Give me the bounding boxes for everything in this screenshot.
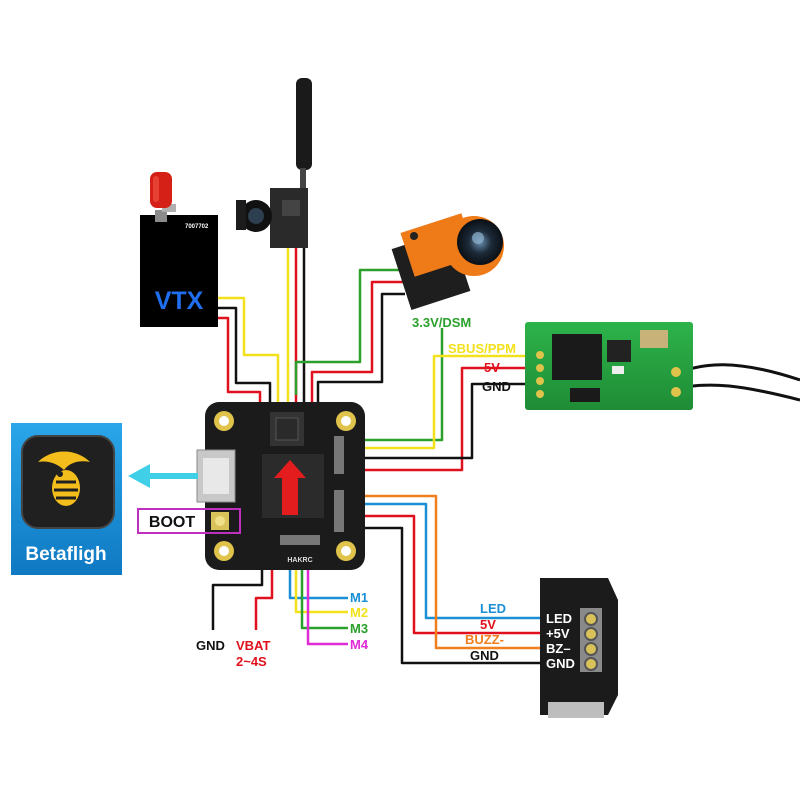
flight-controller: HAKRC bbox=[196, 402, 365, 570]
boot-label: BOOT bbox=[149, 514, 195, 531]
vtx-label: VTX bbox=[155, 287, 204, 315]
app-label: Betafligh bbox=[25, 544, 106, 565]
wire-m3-green bbox=[300, 542, 348, 630]
wire-labels: 3.3V/DSM SBUS/PPM 5V GND LED 5V BUZZ- GN… bbox=[196, 315, 516, 669]
betaflight-app: Betafligh bbox=[11, 423, 122, 575]
buzzer-led-board: LED +5V BZ– GND bbox=[540, 578, 618, 718]
bz-pin-gnd: GND bbox=[546, 656, 575, 671]
wire-rx-green bbox=[342, 328, 444, 442]
betaflight-bee-icon bbox=[38, 451, 90, 506]
label-m3: M3 bbox=[350, 621, 368, 636]
antenna-icon bbox=[150, 172, 172, 208]
wire-cam2-black bbox=[316, 292, 405, 405]
label-sbus-ppm: SBUS/PPM bbox=[448, 341, 516, 356]
bz-pin-bz: BZ– bbox=[546, 641, 571, 656]
label-buzz: BUZZ- bbox=[465, 632, 504, 647]
bz-pin-5v: +5V bbox=[546, 626, 570, 641]
arrow-up-icon bbox=[274, 460, 306, 515]
wire-rx-black bbox=[342, 382, 532, 460]
label-rx-gnd: GND bbox=[482, 379, 511, 394]
wire-led-blue bbox=[342, 502, 540, 620]
receiver-board bbox=[525, 322, 800, 410]
orange-camera bbox=[391, 213, 504, 311]
fc-brand: HAKRC bbox=[287, 557, 312, 564]
wire-cam2-red bbox=[310, 280, 405, 405]
camera-module bbox=[236, 78, 312, 248]
bz-pin-led: LED bbox=[546, 611, 572, 626]
label-3v3-dsm: 3.3V/DSM bbox=[412, 315, 471, 330]
vtx-fine-print: 7007702 bbox=[185, 224, 209, 230]
wire-rx-red bbox=[342, 366, 532, 472]
label-vbat-range: 2~4S bbox=[236, 654, 267, 669]
wire-bz-red bbox=[342, 514, 540, 635]
antenna-icon bbox=[296, 78, 312, 170]
wire-bz-orange bbox=[342, 494, 540, 650]
wire-pwr-gnd bbox=[211, 560, 264, 630]
wire-m4-magenta bbox=[306, 542, 348, 646]
label-pwr-gnd: GND bbox=[196, 638, 225, 653]
wire-pwr-vbat bbox=[254, 560, 274, 630]
label-vbat: VBAT bbox=[236, 638, 270, 653]
label-bz-5v: 5V bbox=[480, 617, 496, 632]
wire-cam2-green bbox=[294, 268, 405, 395]
wire-rx-yellow bbox=[342, 354, 532, 450]
label-m1: M1 bbox=[350, 590, 368, 605]
label-led: LED bbox=[480, 601, 506, 616]
wire-vtx-red bbox=[218, 316, 262, 405]
wire-vtx-yellow bbox=[218, 296, 280, 405]
label-bz-gnd: GND bbox=[470, 648, 499, 663]
wires bbox=[211, 245, 540, 665]
label-m4: M4 bbox=[350, 637, 369, 652]
arrow-left-icon bbox=[128, 464, 198, 488]
label-m2: M2 bbox=[350, 605, 368, 620]
wire-vtx-black bbox=[218, 306, 272, 405]
label-rx-5v: 5V bbox=[484, 360, 500, 375]
vtx-module: 7007702 VTX bbox=[140, 172, 218, 327]
wire-bz-black bbox=[342, 526, 540, 665]
boot-label-box: BOOT bbox=[137, 508, 241, 534]
